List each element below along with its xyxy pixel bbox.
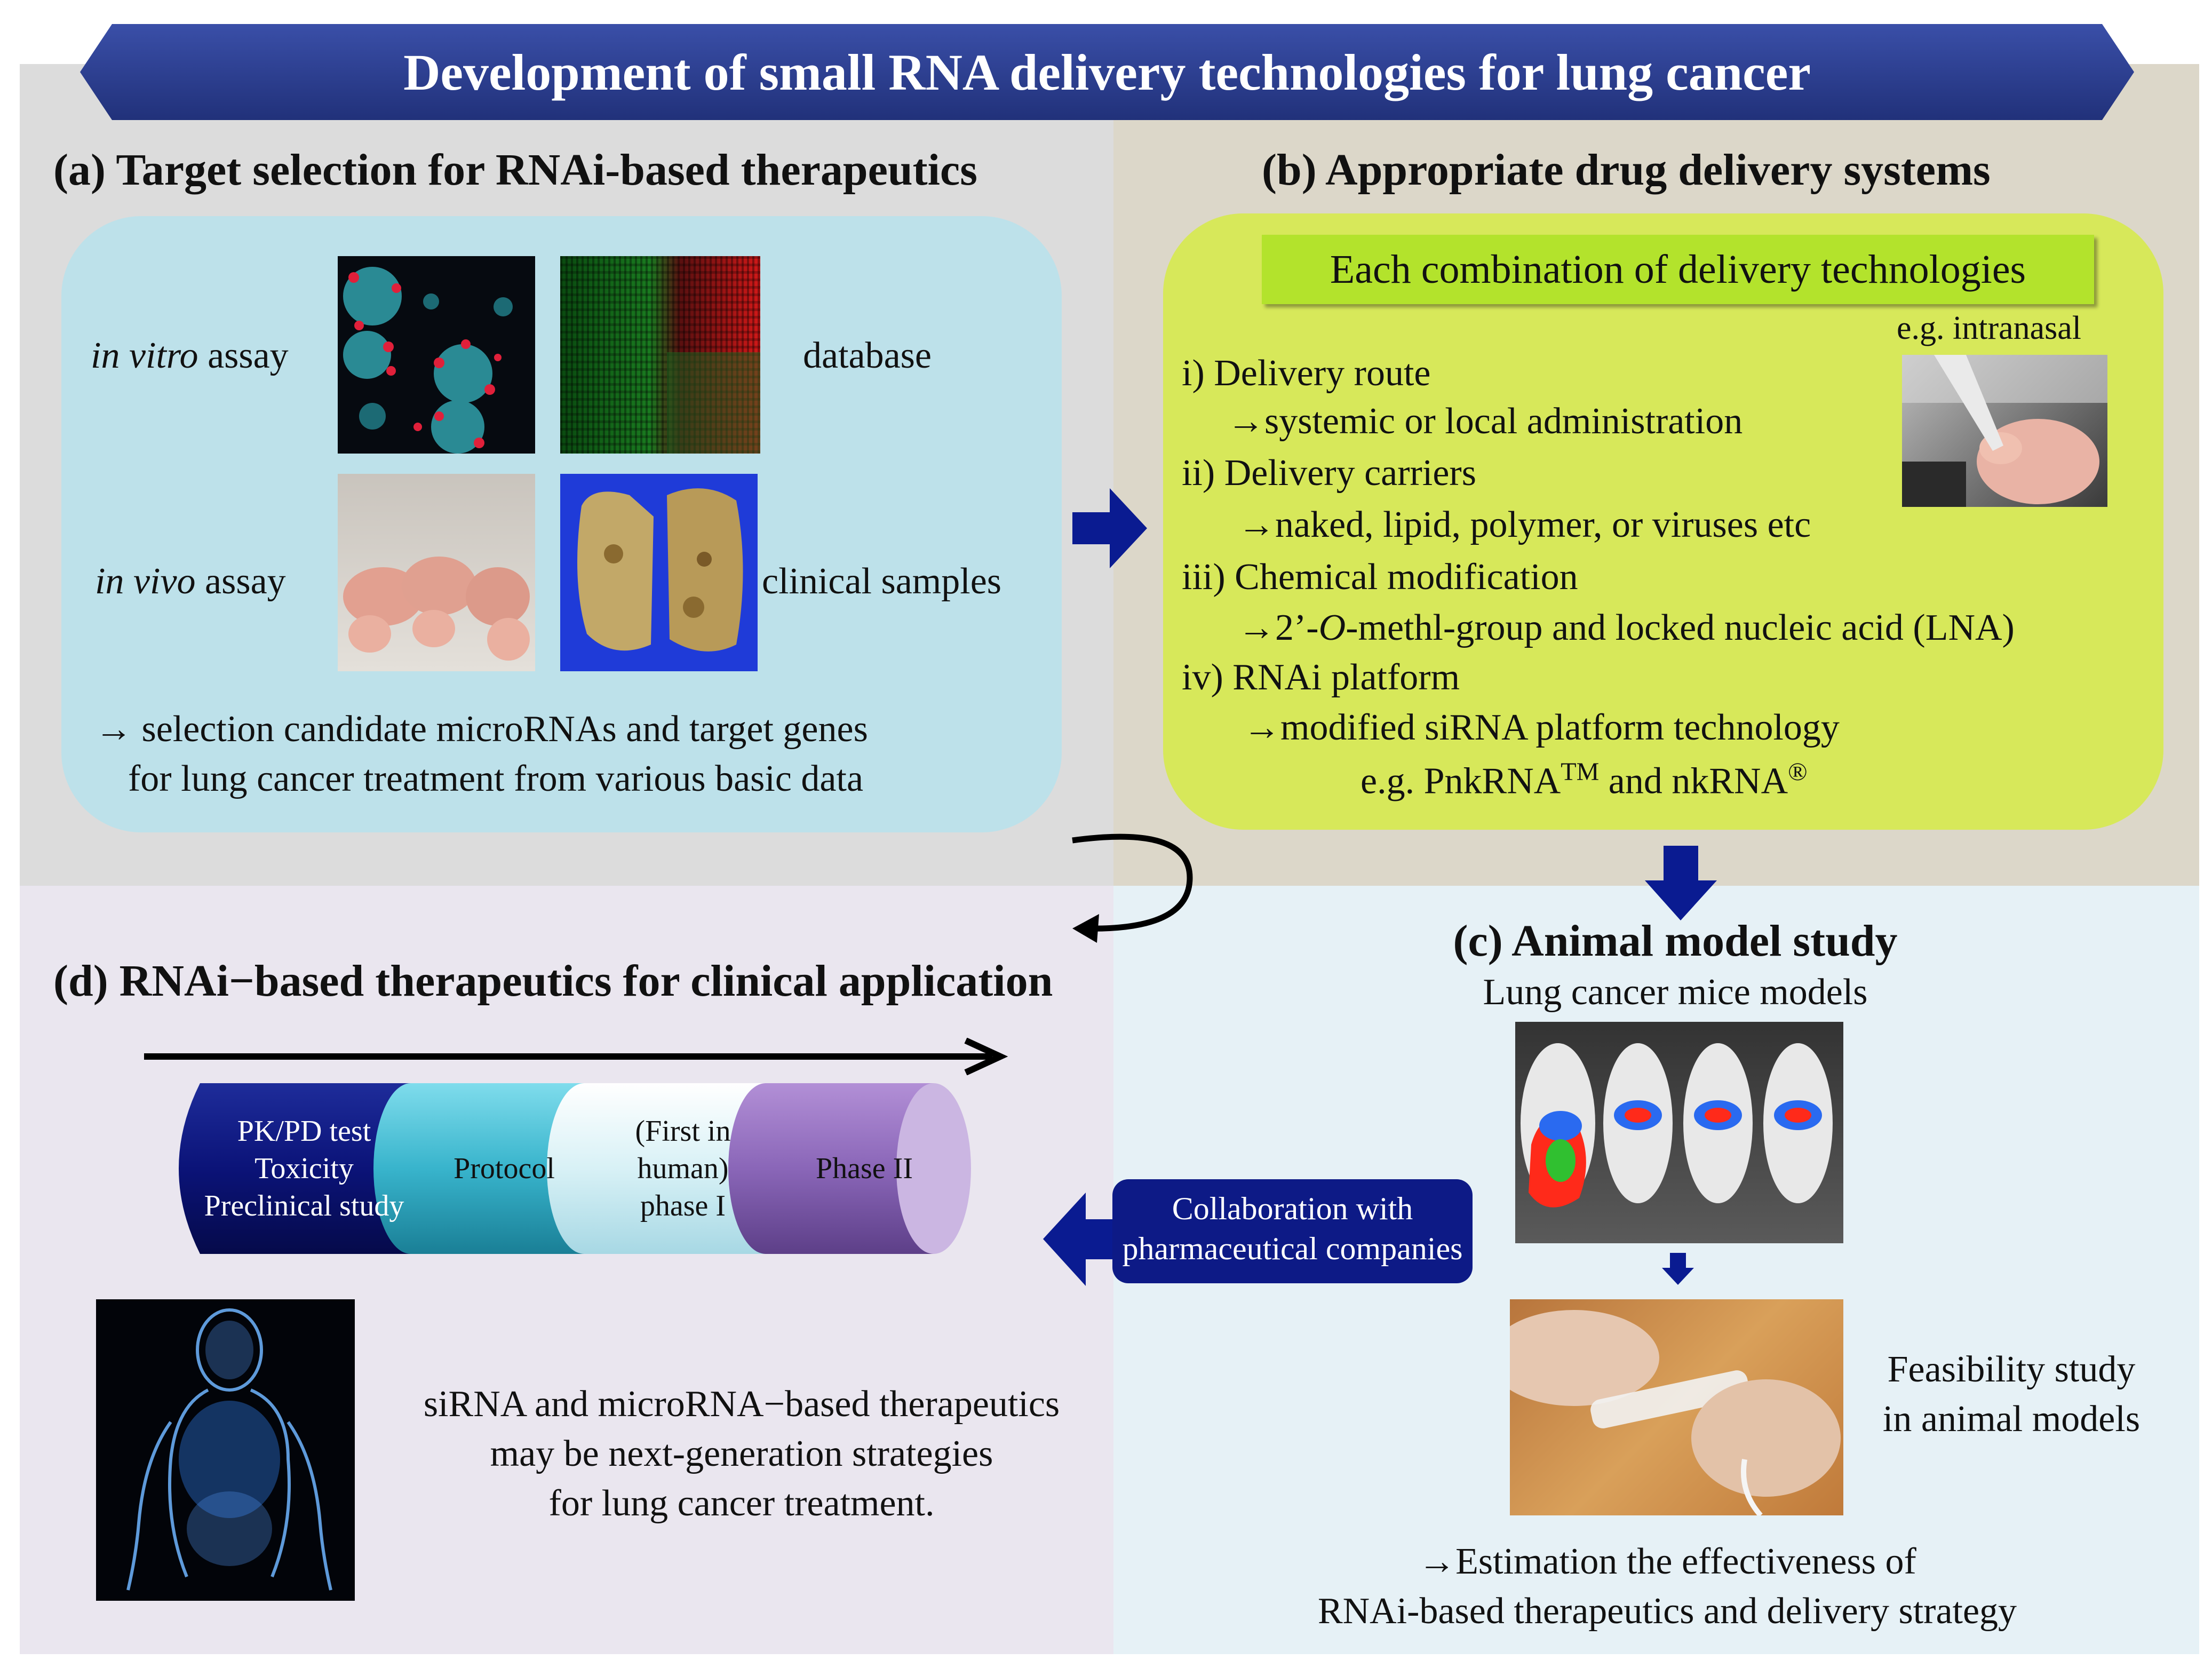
pipeline-phase1-line1: (First in — [635, 1115, 731, 1148]
statement-line2: may be next-generation strategies — [490, 1433, 993, 1474]
arrow-a-to-b-icon — [1072, 488, 1147, 568]
animal-injection-photo — [1510, 1299, 1843, 1515]
chemical-modification-detail: →2’-O-methl-group and locked nucleic aci… — [1238, 607, 2015, 648]
collaboration-line1: Collaboration with — [1172, 1191, 1413, 1226]
mice-bioluminescence-image — [1515, 1022, 1843, 1243]
in-vitro-microscopy-image — [338, 256, 535, 454]
delivery-route-title: i) Delivery route — [1182, 353, 1431, 394]
section-c-heading: (c) Animal model study — [1453, 916, 1898, 966]
delivery-systems-panel — [1163, 213, 2163, 830]
feasibility-study-line2: in animal models — [1882, 1399, 2141, 1440]
delivery-route-detail: →systemic or local administration — [1227, 401, 1743, 442]
delivery-carriers-title: ii) Delivery carriers — [1182, 452, 1476, 494]
feasibility-study-line1: Feasibility study — [1887, 1349, 2136, 1390]
delivery-carriers-detail: →naked, lipid, polymer, or viruses etc — [1238, 504, 1811, 545]
clinical-lung-sample-photo — [560, 474, 758, 671]
pipeline-protocol-segment: Protocol — [427, 1089, 582, 1249]
statement-line1: siRNA and microRNA−based therapeutics — [423, 1384, 1060, 1425]
lung-cancer-mice-models-label: Lung cancer mice models — [1483, 972, 1868, 1013]
arrow-b-to-c-icon — [1645, 846, 1717, 920]
intranasal-administration-photo — [1902, 355, 2107, 507]
pipeline-phase2-label: Phase II — [816, 1152, 913, 1185]
section-a-heading: (a) Target selection for RNAi-based ther… — [53, 145, 977, 195]
pipeline-phase1-line2: human) — [637, 1152, 729, 1185]
clinical-samples-label: clinical samples — [762, 561, 1002, 602]
rnai-platform-example: e.g. PnkRNATM and nkRNA® — [1360, 758, 1808, 802]
rnai-platform-title: iv) RNAi platform — [1182, 657, 1460, 698]
pipeline-phase1-segment: (First in human) phase I — [603, 1089, 763, 1249]
intranasal-example-caption: e.g. intranasal — [1897, 310, 2082, 346]
in-vivo-assay-label: in vivo assay — [95, 561, 286, 602]
arrow-down-small-icon — [1662, 1253, 1694, 1285]
pipeline-preclinical-line3: Preclinical study — [204, 1189, 404, 1222]
estimation-line1: →Estimation the effectiveness of — [1418, 1541, 1916, 1582]
pipeline-preclinical-segment: PK/PD test Toxicity Preclinical study — [184, 1089, 424, 1249]
clinical-pipeline-cylinder — [179, 1083, 971, 1254]
human-body-xray-image — [96, 1299, 355, 1601]
title-banner — [80, 24, 2134, 120]
timeline-arrow-icon — [144, 1038, 1008, 1075]
target-selection-conclusion-line2: for lung cancer treatment from various b… — [128, 758, 864, 799]
pipeline-preclinical-line1: PK/PD test — [237, 1115, 371, 1148]
in-vitro-assay-label: in vitro assay — [91, 335, 289, 376]
pipeline-phase1-line3: phase I — [640, 1189, 726, 1222]
arrow-c-to-d-icon — [1043, 1193, 1123, 1286]
collaboration-box: Collaboration with pharmaceutical compan… — [1112, 1179, 1473, 1283]
curved-return-arrow-icon — [1072, 833, 1193, 943]
in-vivo-mice-photo — [338, 474, 535, 671]
pipeline-preclinical-line2: Toxicity — [254, 1152, 354, 1185]
statement-line3: for lung cancer treatment. — [548, 1483, 935, 1524]
database-label: database — [803, 335, 932, 376]
pipeline-protocol-label: Protocol — [453, 1152, 555, 1185]
delivery-combination-label: Each combination of delivery technologie… — [1262, 235, 2094, 304]
section-d-heading: (d) RNAi−based therapeutics for clinical… — [53, 956, 1053, 1006]
database-heatmap-image — [560, 256, 760, 454]
section-b-heading: (b) Appropriate drug delivery systems — [1262, 145, 1991, 195]
rnai-platform-detail: →modified siRNA platform technology — [1243, 707, 1840, 748]
collaboration-line2: pharmaceutical companies — [1122, 1231, 1463, 1266]
pipeline-phase2-segment: Phase II — [784, 1089, 944, 1249]
chemical-modification-title: iii) Chemical modification — [1182, 557, 1578, 598]
target-selection-conclusion-line1: → selection candidate microRNAs and targ… — [95, 709, 868, 750]
estimation-line2: RNAi-based therapeutics and delivery str… — [1317, 1591, 2017, 1632]
page-title: Development of small RNA delivery techno… — [403, 44, 1811, 101]
